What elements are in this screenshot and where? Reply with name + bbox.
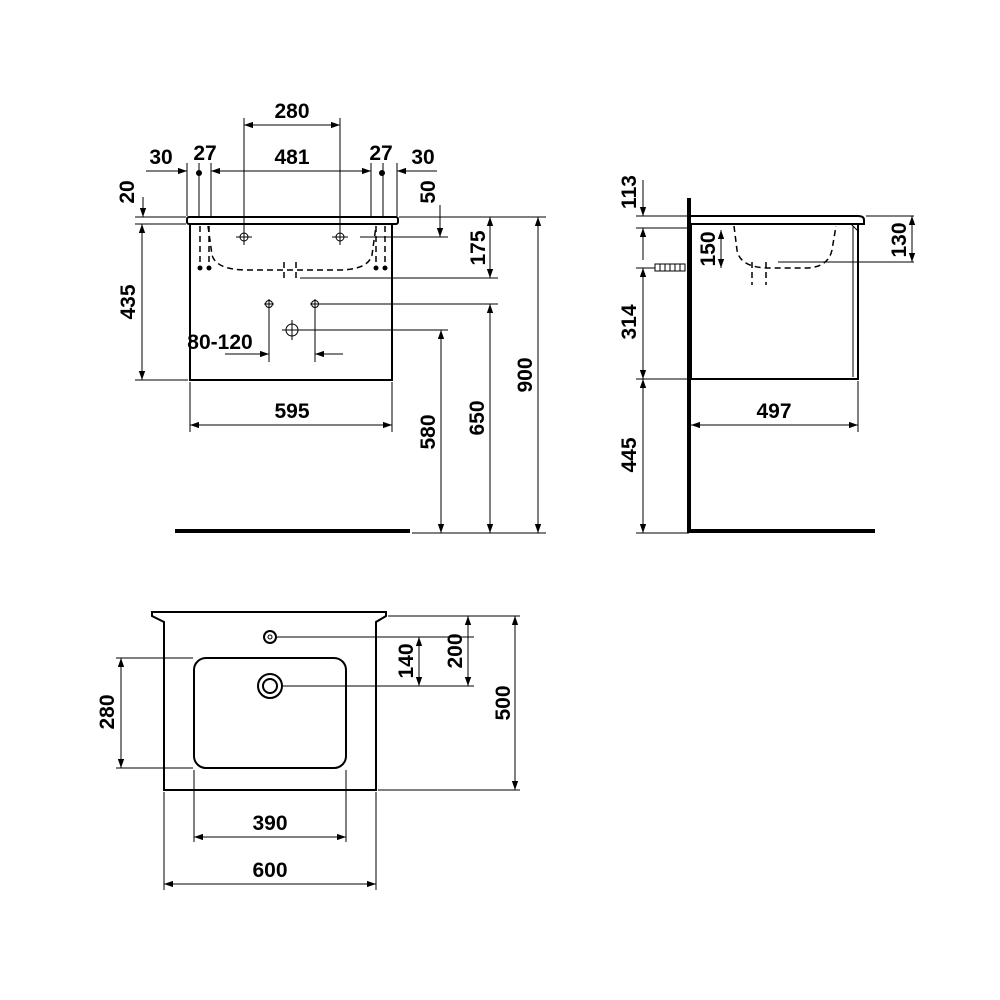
dim-front-595: 595: [274, 400, 309, 423]
dim-side-150: 150: [697, 231, 720, 266]
top-drain-icon: [257, 673, 283, 699]
dim-front-left-30: 30: [149, 146, 172, 169]
front-tap-hole-icon: [236, 229, 348, 245]
side-hidden-bowl: [733, 225, 837, 269]
dim-front-580: 580: [417, 414, 440, 449]
dim-top-200: 200: [444, 633, 467, 668]
front-hidden-drain: [283, 262, 297, 278]
front-cabinet: [189, 224, 393, 381]
dim-front-right-27: 27: [369, 142, 392, 165]
dim-front-20: 20: [116, 180, 139, 203]
dim-front-right-30: 30: [411, 146, 434, 169]
dim-side-113: 113: [618, 175, 641, 209]
side-basin-top: [691, 215, 865, 225]
front-view: 280 30 27 481 27 30 20 50 435 175 80-120…: [116, 100, 546, 534]
side-wall-bolt-icon: [654, 263, 686, 272]
dim-side-497: 497: [756, 400, 791, 423]
front-dimension-lines: [138, 121, 542, 533]
top-dimension-lines: [117, 616, 519, 888]
dim-front-435: 435: [117, 284, 140, 319]
top-extension-lines: [116, 615, 520, 890]
dim-top-280: 280: [96, 694, 119, 729]
dim-front-280: 280: [274, 100, 309, 123]
dim-front-left-27: 27: [193, 142, 216, 165]
side-view: 113 150 130 314 497 445: [618, 175, 916, 534]
side-door-hinge: [850, 223, 860, 233]
dim-front-175: 175: [467, 230, 490, 265]
dim-top-390: 390: [252, 812, 287, 835]
dim-side-314: 314: [618, 304, 641, 339]
dim-front-50: 50: [417, 180, 440, 203]
dim-top-140: 140: [395, 643, 418, 678]
dim-top-600: 600: [252, 859, 287, 882]
side-hidden-drain: [751, 262, 767, 285]
top-bowl: [193, 657, 347, 769]
top-view: 280 140 200 500 390 600: [96, 611, 520, 890]
dim-side-130: 130: [888, 222, 911, 257]
dim-front-80-120: 80-120: [187, 331, 252, 354]
side-cabinet: [690, 224, 859, 380]
front-basin-top: [186, 216, 399, 225]
dim-side-445: 445: [618, 437, 641, 472]
front-hidden-bowl: [207, 225, 377, 271]
dim-front-900: 900: [514, 357, 537, 392]
top-basin-outline: [151, 611, 387, 791]
dim-top-500: 500: [492, 685, 515, 720]
front-extension-lines: [135, 118, 546, 534]
dim-front-481: 481: [274, 146, 309, 169]
front-bolt-marks: [196, 170, 388, 271]
side-dimension-lines: [639, 180, 916, 533]
top-tap-hole-icon: [263, 630, 277, 644]
dim-front-650: 650: [466, 400, 489, 435]
front-supply-connection-icon: [264, 299, 320, 340]
